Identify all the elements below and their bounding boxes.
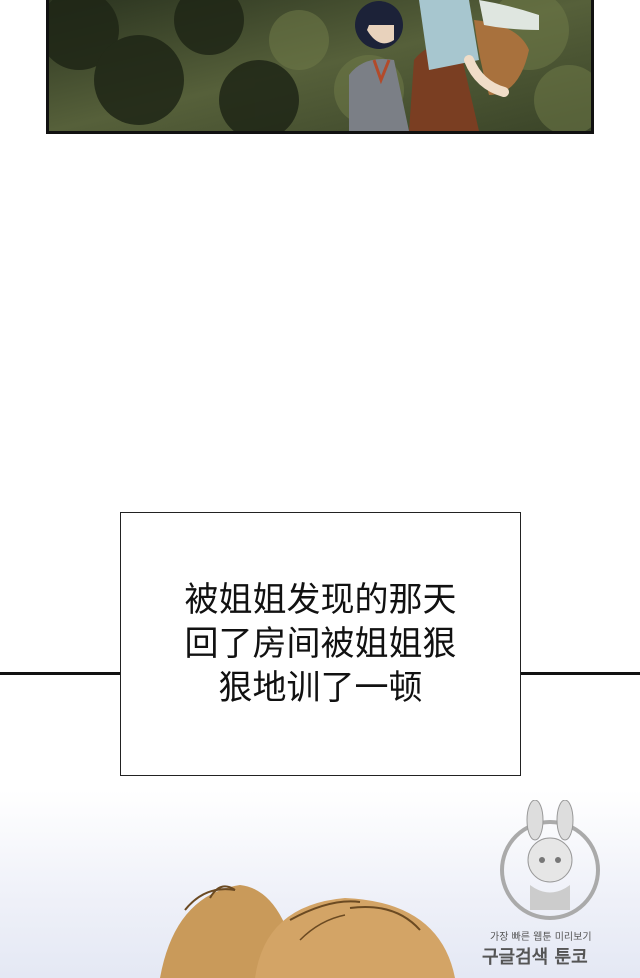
divider-line-right <box>518 672 640 675</box>
caption-line-2: 回了房间被姐姐狠 <box>184 624 457 664</box>
watermark: 가장 빠른 웹툰 미리보기 구글검색 툰코 <box>480 800 640 978</box>
caption-line-1: 被姐姐发现的那天 <box>184 580 457 620</box>
center-head-hair <box>255 898 455 978</box>
caption-line-3: 狠地训了一顿 <box>218 668 423 708</box>
narration-caption-box: 被姐姐发现的那天 回了房间被姐姐狠 狠地训了一顿 <box>120 512 521 776</box>
mascot-logo-icon <box>500 800 600 920</box>
top-comic-panel <box>46 0 594 134</box>
watermark-tagline: 가장 빠른 웹툰 미리보기 <box>490 932 592 943</box>
girl-figure <box>409 0 539 131</box>
watermark-brand: 구글검색 툰코 <box>482 947 588 968</box>
forest-scene-illustration <box>49 0 591 131</box>
divider-line-left <box>0 672 125 675</box>
bottom-comic-panel: 가장 빠른 웹툰 미리보기 구글검색 툰코 <box>0 790 640 978</box>
hair-illustration <box>160 885 455 978</box>
boy-figure <box>349 1 409 131</box>
